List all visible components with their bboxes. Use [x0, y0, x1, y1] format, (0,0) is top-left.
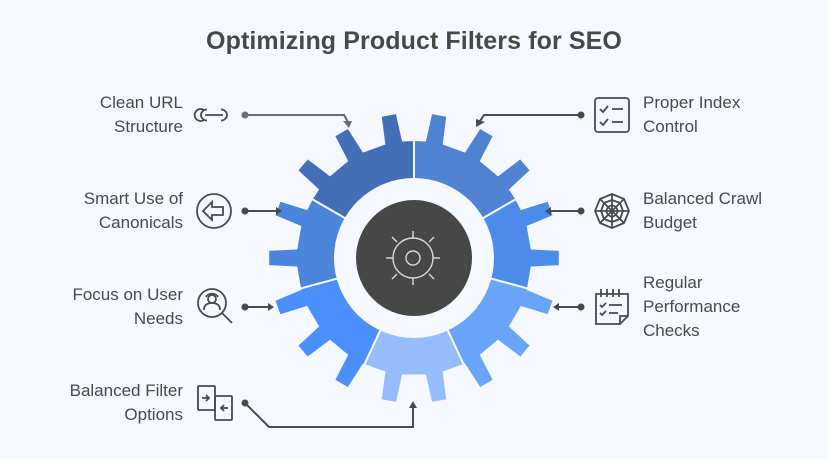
label-filter-options: Balanced Filter Options	[69, 381, 183, 424]
gear-center-hub	[356, 200, 472, 316]
user-search-icon	[197, 288, 233, 324]
label-user-needs: Focus on User Needs	[72, 285, 183, 328]
label-crawl-budget: Balanced Crawl Budget	[643, 189, 763, 232]
arrow-left-circle-icon	[196, 193, 232, 229]
checklist-icon	[594, 97, 630, 133]
spider-web-icon	[594, 193, 630, 229]
connector-user-needs	[241, 303, 274, 311]
connector-crawl-budget	[545, 207, 585, 215]
label-performance-checks: Regular Performance Checks	[643, 273, 741, 340]
connector-proper-index	[476, 111, 585, 127]
page-title: Optimizing Product Filters for SEO	[206, 27, 622, 55]
label-canonicals: Smart Use of Canonicals	[83, 189, 183, 232]
connectors	[241, 111, 585, 428]
connector-filter-options	[241, 399, 417, 428]
gear-icon	[386, 231, 440, 285]
connector-clean-url	[241, 111, 352, 128]
connector-performance	[553, 303, 585, 311]
label-index-control: Proper Index Control	[643, 93, 741, 136]
link-icon	[193, 108, 228, 122]
connector-canonicals	[241, 207, 282, 215]
calendar-checklist-icon	[595, 289, 629, 325]
swap-panels-icon	[197, 385, 233, 421]
label-clean-url: Clean URL Structure	[99, 93, 183, 136]
